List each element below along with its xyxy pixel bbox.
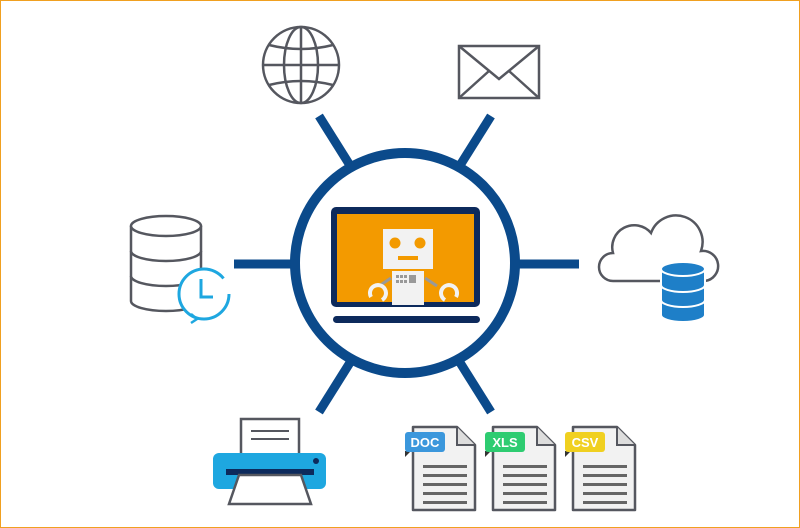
spoke-upper-left	[315, 113, 355, 170]
file-type-label: XLS	[492, 435, 518, 450]
clock-icon	[177, 267, 231, 325]
spoke-lower-right	[455, 358, 495, 415]
globe-icon	[261, 25, 341, 105]
file-type-label: CSV	[572, 435, 599, 450]
connector-spokes	[234, 113, 579, 415]
database-schedule-icon	[129, 214, 231, 325]
spoke-upper-right	[455, 113, 495, 170]
envelope-icon	[457, 44, 541, 100]
spoke-lower-left	[315, 358, 355, 415]
file-xls-icon: XLS	[485, 425, 557, 512]
file-icons: DOC XLS CSV	[405, 425, 637, 512]
file-csv-icon: CSV	[565, 425, 637, 512]
file-doc-icon: DOC	[405, 425, 477, 512]
printer-icon	[213, 417, 326, 506]
file-type-label: DOC	[411, 435, 441, 450]
laptop-robot-icon	[331, 207, 480, 323]
cloud-database-icon	[597, 214, 720, 323]
